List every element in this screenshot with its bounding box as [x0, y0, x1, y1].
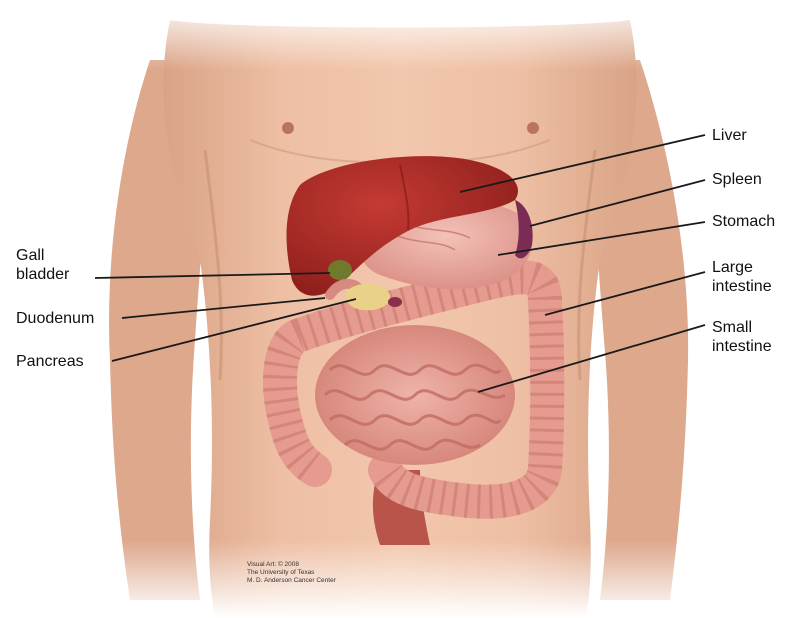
credit-line-3: M. D. Anderson Cancer Center [247, 577, 336, 585]
label-pancreas: Pancreas [16, 352, 84, 371]
left-nipple [282, 122, 294, 134]
label-spleen: Spleen [712, 170, 762, 189]
gall-bladder [328, 260, 352, 280]
right-nipple [527, 122, 539, 134]
label-gall-bladder-line1: Gall [16, 246, 69, 265]
pancreas [346, 284, 390, 311]
label-large-intestine: Large intestine [712, 258, 772, 296]
label-spleen-text: Spleen [712, 171, 762, 188]
label-small-intestine-line2: intestine [712, 337, 772, 356]
art-credit: Visual Art: © 2008 The University of Tex… [247, 561, 336, 585]
label-stomach-text: Stomach [712, 213, 775, 230]
label-liver-text: Liver [712, 127, 747, 144]
label-stomach: Stomach [712, 212, 775, 231]
label-gall-bladder: Gall bladder [16, 246, 69, 284]
credit-line-2: The University of Texas [247, 569, 336, 577]
label-duodenum: Duodenum [16, 309, 94, 328]
label-duodenum-text: Duodenum [16, 310, 94, 327]
label-liver: Liver [712, 126, 747, 145]
label-large-intestine-line1: Large [712, 258, 772, 277]
label-large-intestine-line2: intestine [712, 277, 772, 296]
credit-line-1: Visual Art: © 2008 [247, 561, 336, 569]
label-small-intestine-line1: Small [712, 318, 772, 337]
label-pancreas-text: Pancreas [16, 353, 84, 370]
label-gall-bladder-line2: bladder [16, 265, 69, 284]
label-small-intestine: Small intestine [712, 318, 772, 356]
